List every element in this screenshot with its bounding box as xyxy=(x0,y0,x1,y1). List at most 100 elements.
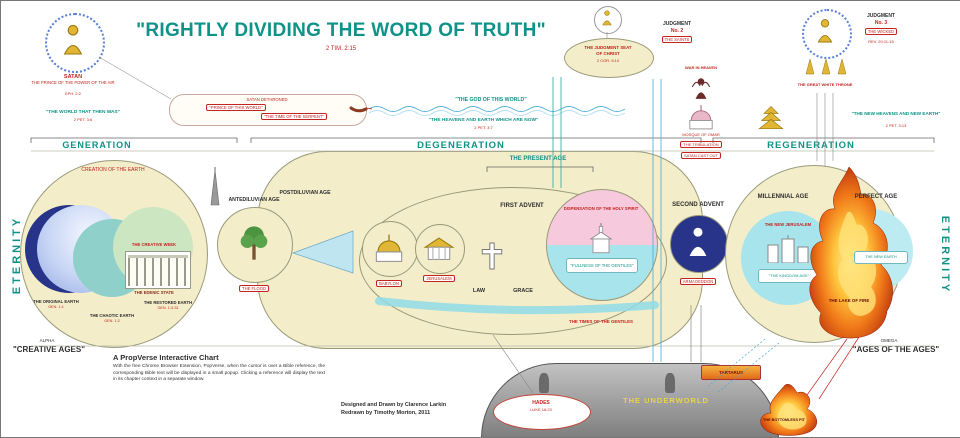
underworld-pillar-left xyxy=(539,373,549,393)
satan-air-circle xyxy=(45,13,105,73)
times-of-gentiles-label: THE TIMES OF THE GENTILES xyxy=(569,319,633,324)
great-white-throne-label: THE GREAT WHITE THRONE xyxy=(797,82,853,87)
armageddon-wrap: ARMAGEDDON xyxy=(665,278,731,285)
war-in-heaven-angel-icon xyxy=(689,75,713,101)
flood-label: THE FLOOD xyxy=(239,285,269,292)
babel-tower-icon xyxy=(205,167,225,207)
judgment3-label: JUDGMENT xyxy=(866,13,896,19)
mosque-of-omar-icon xyxy=(687,103,715,131)
new-heavens-verse-ref[interactable]: 2 PET. 3:13 xyxy=(885,123,907,128)
underworld-title: THE UNDERWORLD xyxy=(623,396,709,405)
war-in-heaven-label: WAR IN HEAVEN xyxy=(685,65,717,70)
tribulation-wrap: THE TRIBULATION xyxy=(667,141,735,148)
new-heavens-label: "THE NEW HEAVENS AND NEW EARTH" xyxy=(851,111,941,116)
present-age-label: THE PRESENT AGE xyxy=(509,156,567,162)
great-white-throne-circle xyxy=(802,9,852,59)
judgment2-verse-ref[interactable]: 2 COR. 5:10 xyxy=(596,58,620,63)
page-title: "RIGHTLY DIVIDING THE WORD OF TRUTH" xyxy=(136,20,546,41)
law-label: LAW xyxy=(472,288,486,294)
millennial-age-label: MILLENNIAL AGE xyxy=(757,194,809,200)
banner-box2-wrap: "THE TIME OF THE SERPENT" xyxy=(229,113,359,120)
creation-title: CREATION OF THE EARTH xyxy=(81,167,145,173)
section-degeneration: DEGENERATION xyxy=(417,140,505,151)
judgment2-who-wrap: THE SAINTS xyxy=(651,36,703,43)
satan-figure-icon xyxy=(59,23,87,57)
heavens-now-verse-ref[interactable]: 2 PET. 3:7 xyxy=(474,125,493,130)
ezekiel-temple-icon xyxy=(757,99,785,135)
banner-line1: SATAN DETHRONED xyxy=(246,97,288,102)
satan-name-label: SATAN xyxy=(63,74,83,80)
dispensation-holy-spirit-label: DISPENSATION OF THE HOLY SPIRIT xyxy=(563,206,639,211)
caption-chaotic-verse-ref[interactable]: GEN. 1:2 xyxy=(104,319,120,323)
temple-icon xyxy=(423,235,455,261)
armageddon-label: ARMAGEDDON xyxy=(679,278,717,285)
caption-restored-earth: THE RESTORED EARTH xyxy=(143,300,193,305)
judgment-seat-oval xyxy=(564,38,654,78)
judgment-seat-figure-icon xyxy=(600,9,614,27)
section-generation: GENERATION xyxy=(62,140,132,150)
tartarus-box: TARTARUS xyxy=(701,365,761,380)
satan-cast-wrap: SATAN CAST OUT xyxy=(667,152,735,159)
serpent-banner xyxy=(169,94,367,126)
bottomless-pit-label: THE BOTTOMLESS PIT xyxy=(763,418,805,422)
judgment3-verse-ref[interactable]: REV. 20:11-15 xyxy=(868,39,894,44)
babylon-label-wrap: BABYLON xyxy=(359,280,419,287)
christ-figure-icon xyxy=(684,225,712,259)
colonnade-columns-icon xyxy=(128,255,188,286)
jerusalem-label-wrap: JERUSALEM xyxy=(411,275,467,282)
creative-week-label: THE CREATIVE WEEK xyxy=(131,242,177,247)
ages-of-ages-label: "AGES OF THE AGES" xyxy=(852,345,940,354)
flood-label-wrap: THE FLOOD xyxy=(217,285,291,292)
heavens-now-label: "THE HEAVENS AND EARTH WHICH ARE NOW" xyxy=(428,118,539,123)
fullness-of-gentiles-box: "FULLNESS OF THE GENTILES" xyxy=(566,258,638,273)
tree-of-life-icon xyxy=(237,223,271,263)
caption-original-verse-ref[interactable]: GEN. 1:1 xyxy=(48,305,64,309)
babylon-dome-icon xyxy=(371,233,407,263)
judgment-seat-line1: THE JUDGMENT SEAT xyxy=(584,45,632,50)
new-jerusalem-label: THE NEW JERUSALEM xyxy=(764,222,812,227)
judgment2-label: JUDGMENT xyxy=(662,21,692,27)
omega-label: OMEGA xyxy=(880,338,898,343)
credit-morton: Redrawn by Timothy Morton, 2011 xyxy=(341,410,431,416)
footer-description: With the free Chrome Browser Extension, … xyxy=(113,364,325,383)
title-verse-ref[interactable]: 2 TIM. 2:15 xyxy=(325,46,357,52)
babylon-label: BABYLON xyxy=(376,280,402,287)
postdiluvian-age-label: POSTDILUVIAN AGE xyxy=(279,190,331,196)
eternity-left-label: ETERNITY xyxy=(11,215,23,295)
world-then-verse-ref[interactable]: 2 PET. 3:6 xyxy=(73,117,93,122)
hades-verse-ref[interactable]: LUKE 16:23 xyxy=(530,407,552,412)
banner-box1: "PRINCE OF THIS WORLD" xyxy=(206,104,266,111)
credit-larkin: Designed and Drawn by Clarence Larkin xyxy=(341,402,447,408)
jerusalem-label: JERUSALEM xyxy=(423,275,455,282)
banner-box1-wrap: "PRINCE OF THIS WORLD" xyxy=(171,104,301,111)
caption-original-earth: THE ORIGINAL EARTH xyxy=(33,299,79,304)
creative-week-colonnade xyxy=(125,251,191,289)
throne-figure-icon xyxy=(814,17,836,45)
alpha-label: ALPHA xyxy=(39,338,55,343)
judgment3-who: THE WICKED xyxy=(864,28,898,35)
satan-cast-out-label: SATAN CAST OUT xyxy=(680,152,721,159)
caption-restored-verse-ref[interactable]: GEN. 1:3-31 xyxy=(157,306,179,310)
judgment-seat-line2: OF CHRIST xyxy=(596,51,620,56)
new-earth-box: THE NEW EARTH xyxy=(854,251,908,264)
underworld-pillar-right xyxy=(665,373,675,393)
creative-ages-label: "CREATIVE AGES" xyxy=(12,345,86,354)
second-advent-circle xyxy=(670,215,728,273)
section-regeneration: REGENERATION xyxy=(767,140,855,151)
banner-box2: "THE TIME OF THE SERPENT" xyxy=(261,113,327,120)
wavy-sea-line-2 xyxy=(368,110,626,116)
tribulation-label: THE TRIBULATION xyxy=(680,141,722,148)
second-advent-label: SECOND ADVENT xyxy=(672,202,724,208)
judgment2-who: THE SAINTS xyxy=(661,36,693,43)
first-advent-label: FIRST ADVENT xyxy=(500,203,544,209)
footer-heading: A PropVerse Interactive Chart xyxy=(113,353,219,362)
hades-label: HADES xyxy=(532,400,550,406)
eternity-right-label: ETERNITY xyxy=(939,215,951,295)
mosque-of-omar-label: MOSQUE OF OMAR xyxy=(682,132,720,137)
satan-verse-ref[interactable]: EPH. 2:2 xyxy=(64,91,81,96)
satan-title-label: THE PRINCE OF THE POWER OF THE AIR xyxy=(31,80,115,85)
kingdom-age-box: "THE KINGDOM AGE" xyxy=(758,269,820,283)
grace-label: GRACE xyxy=(513,288,533,294)
trumpets-icon xyxy=(804,57,850,77)
